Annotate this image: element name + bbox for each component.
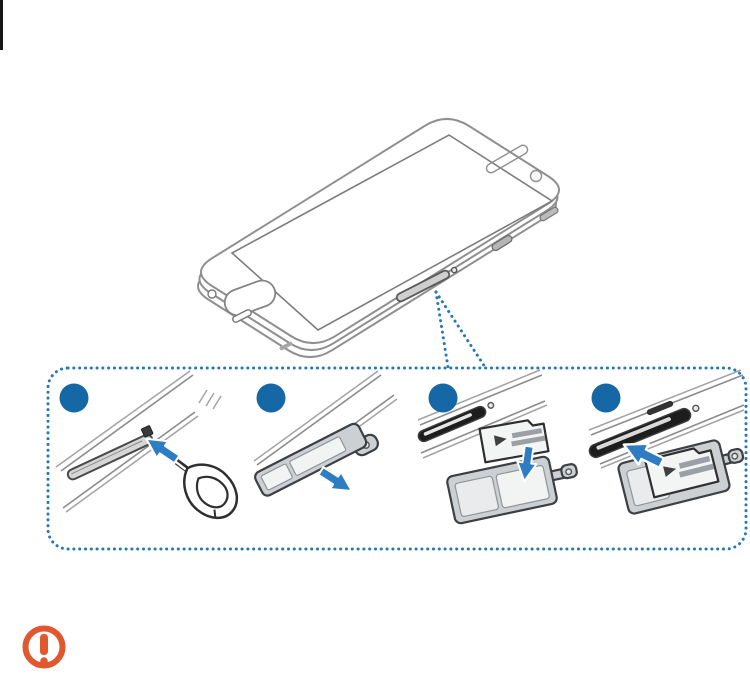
step-4-open-slot — [588, 404, 700, 459]
step-1-indicator — [59, 383, 89, 413]
volume-key-icon — [491, 234, 513, 252]
front-camera-icon — [529, 169, 543, 183]
step-3-indicator — [428, 383, 458, 413]
usb-port-icon — [232, 309, 252, 323]
tray-slot-on-phone — [395, 266, 458, 303]
step-2-arrow-icon — [314, 461, 359, 501]
edge-antenna-slot — [539, 206, 559, 222]
headphone-jack-icon — [207, 289, 217, 299]
phone-illustration — [196, 117, 561, 359]
step-2-indicator — [256, 383, 286, 413]
step-4-panel — [588, 369, 745, 515]
ejection-pin-icon — [150, 441, 239, 520]
step-1-panel — [55, 370, 239, 520]
callout-dotted-border — [46, 366, 748, 551]
speaker-slot-icon — [279, 341, 293, 351]
step-3-panel — [417, 369, 578, 525]
step-1-edge-band — [55, 370, 222, 513]
sim-tray-icon — [446, 455, 578, 525]
step-4-indicator — [591, 383, 621, 413]
card-arrow-marker — [493, 435, 507, 447]
phone-screen — [230, 134, 554, 331]
page-corner-mark — [0, 0, 3, 50]
home-button-icon — [223, 279, 277, 317]
tray-pulled-out-icon — [254, 422, 380, 497]
leader-lines — [434, 290, 487, 369]
step-4-edge-key — [646, 400, 674, 416]
earpiece-icon — [485, 144, 529, 174]
step-1-tray-slot — [66, 425, 154, 481]
warning-icon — [22, 625, 66, 669]
step-3-open-slot — [417, 401, 495, 443]
step-2-panel — [253, 370, 398, 501]
